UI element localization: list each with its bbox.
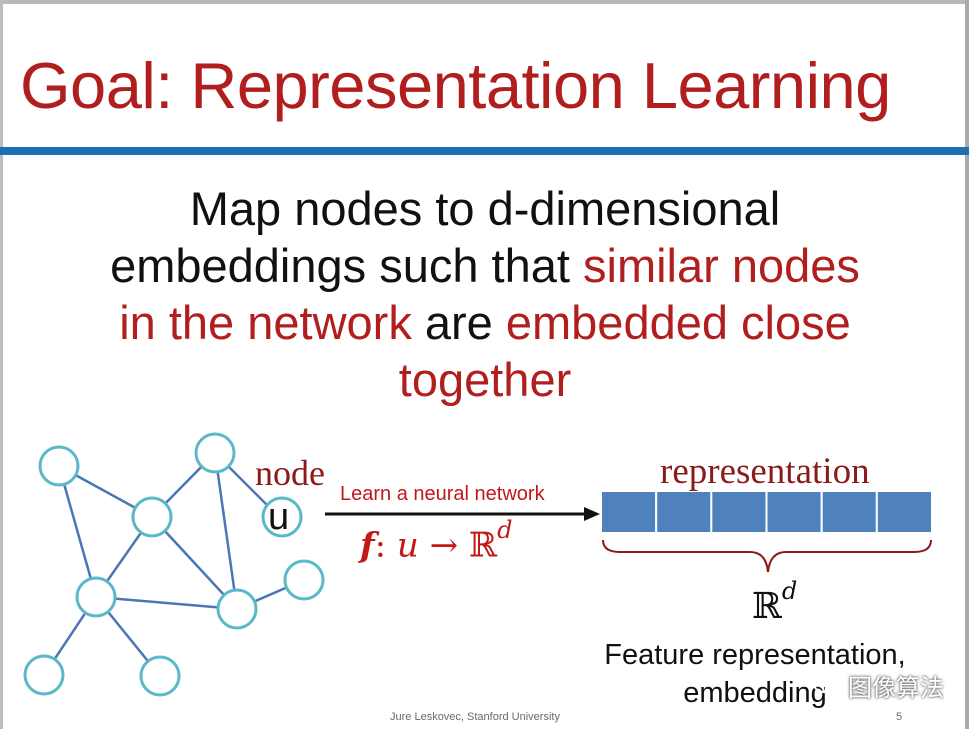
- representation-label: representation: [660, 451, 870, 492]
- body-embedded-close: embedded close: [505, 296, 851, 349]
- vector-cell: [600, 490, 658, 534]
- page-number: 5: [896, 711, 903, 723]
- vector-cell: [765, 490, 823, 534]
- slide-right-border: [965, 0, 969, 729]
- formula-u: u: [396, 525, 419, 566]
- vector-cell: [875, 490, 933, 534]
- watermark-text: 图像算法: [848, 675, 944, 702]
- node-u-label: u: [268, 496, 290, 538]
- rd-base: ℝ: [752, 586, 782, 627]
- body-similar-nodes: similar nodes: [583, 239, 860, 292]
- graph-node: [38, 445, 80, 487]
- wechat-icon: [813, 674, 840, 695]
- feature-line-1: Feature representation,: [604, 639, 906, 671]
- vector-brace: [602, 539, 932, 573]
- graph-node: [194, 432, 236, 474]
- feature-line-2: embedding: [683, 677, 827, 709]
- vector-cell: [655, 490, 713, 534]
- graph-node: [139, 655, 181, 697]
- body-are: are: [411, 296, 506, 349]
- mapping-arrow: [325, 507, 600, 521]
- mapping-formula: f: u → ℝd: [360, 516, 513, 566]
- representation-vector: [600, 490, 933, 534]
- slide-title: Goal: Representation Learning: [20, 49, 891, 122]
- graph-edge: [151, 516, 238, 610]
- feature-representation-caption: Feature representation, embedding: [590, 636, 920, 712]
- graph-node: [216, 588, 258, 630]
- arrow-head: [584, 507, 600, 521]
- node-label: node: [255, 453, 325, 493]
- network-nodes: [23, 432, 325, 697]
- body-embeddings-term: embeddings: [110, 239, 367, 292]
- footer-author: Jure Leskovec, Stanford University: [390, 711, 560, 723]
- graph-node: [283, 559, 325, 601]
- graph-node-u: [261, 496, 303, 538]
- formula-sup-d: d: [497, 516, 513, 544]
- body-such-that: such that: [366, 239, 584, 292]
- slide-top-border: [0, 0, 969, 4]
- body-together: together: [398, 353, 572, 406]
- formula-colon: :: [374, 525, 397, 566]
- graph-edge: [57, 465, 98, 598]
- formula-arrow-r: → ℝ: [418, 525, 498, 566]
- title-underline-bar: [0, 147, 969, 155]
- graph-edge: [213, 452, 239, 610]
- learn-network-label: Learn a neural network: [340, 483, 545, 505]
- rd-space-label: ℝd: [752, 577, 797, 627]
- vector-cell: [710, 490, 768, 534]
- body-line-1: Map nodes to d-dimensional: [189, 182, 781, 235]
- graph-node: [131, 496, 173, 538]
- graph-edge: [95, 595, 238, 611]
- watermark: 图像算法: [812, 668, 944, 703]
- slide-body-text: Map nodes to d-dimensional embeddings su…: [40, 180, 930, 408]
- vector-cell: [820, 490, 878, 534]
- rd-sup: d: [781, 577, 798, 605]
- graph-node: [75, 576, 117, 618]
- formula-f: f: [360, 525, 375, 566]
- body-in-network: in the network: [119, 296, 412, 349]
- graph-node: [23, 654, 65, 696]
- slide-left-border: [0, 0, 3, 729]
